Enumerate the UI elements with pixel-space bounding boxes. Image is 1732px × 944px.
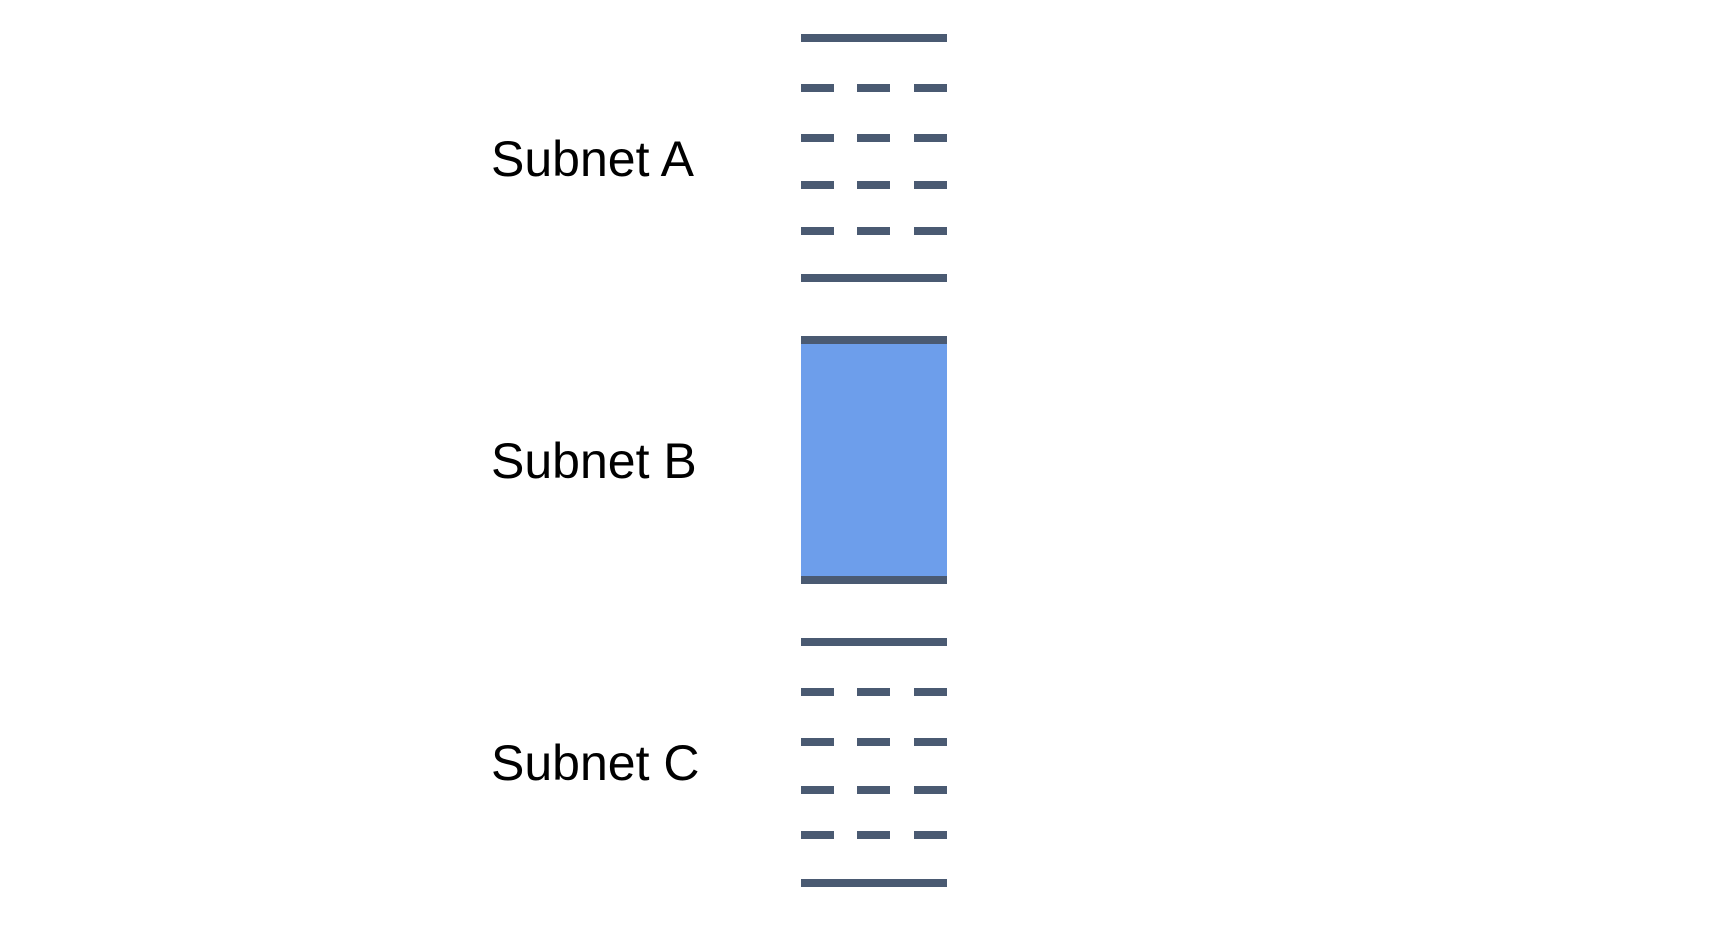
dash-segment [857,134,890,142]
subnet-b-fill [801,342,947,580]
dash-segment [857,181,890,189]
subnet-c-top-border [801,638,947,646]
dash-segment [801,831,834,839]
dash-segment [857,831,890,839]
subnet-c-bottom-border [801,879,947,887]
subnet-a-band [801,34,947,282]
dash-segment [801,786,834,794]
subnet-b-band [801,336,947,584]
subnet-c-dashes [801,688,947,839]
dash-segment [801,688,834,696]
dash-segment [801,181,834,189]
dash-segment [914,227,947,235]
subnet-c-label: Subnet C [491,735,699,791]
dash-segment [914,831,947,839]
subnet-c-group: Subnet C [491,638,947,887]
subnet-a-group: Subnet A [491,34,947,282]
subnet-b-bottom-border [801,576,947,584]
dash-segment [857,738,890,746]
dash-segment [801,134,834,142]
subnet-a-top-border [801,34,947,42]
dash-segment [801,738,834,746]
dash-segment [801,84,834,92]
dash-segment [857,688,890,696]
subnet-a-bottom-border [801,274,947,282]
dash-segment [857,84,890,92]
subnet-a-dashes [801,84,947,235]
dash-segment [914,786,947,794]
dash-segment [857,227,890,235]
dash-segment [801,227,834,235]
subnet-c-band [801,638,947,887]
dash-segment [914,181,947,189]
subnet-b-label: Subnet B [491,433,697,489]
subnet-b-group: Subnet B [491,336,947,584]
dash-segment [914,688,947,696]
dash-segment [914,134,947,142]
dash-segment [914,738,947,746]
dash-segment [857,786,890,794]
subnet-b-top-border [801,336,947,344]
subnet-a-label: Subnet A [491,131,695,187]
dash-segment [914,84,947,92]
